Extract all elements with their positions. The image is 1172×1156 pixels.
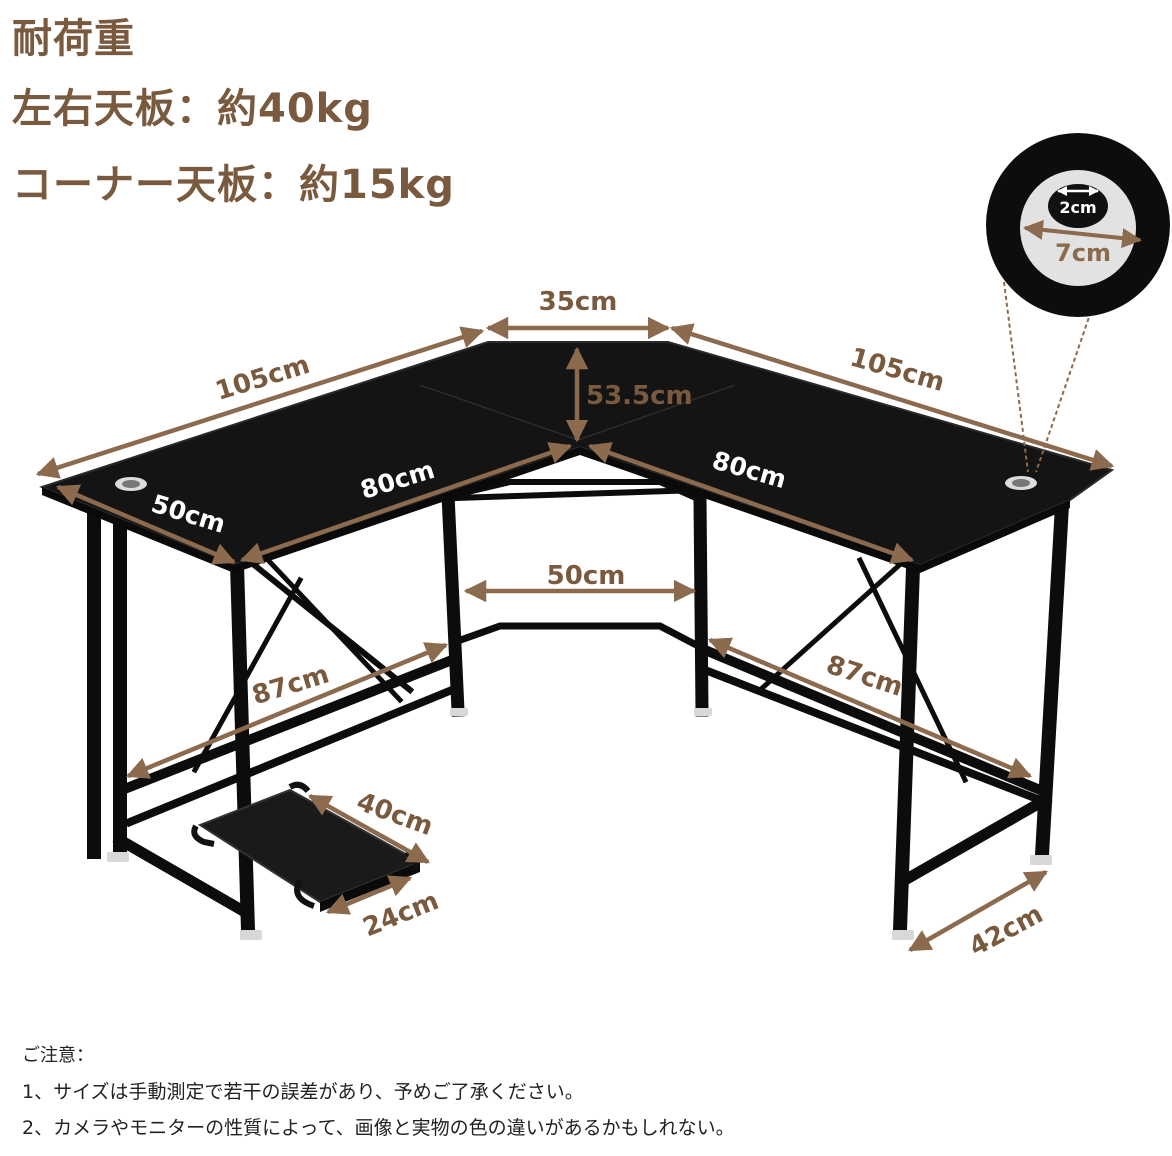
label-left-length: 105cm [212, 350, 313, 407]
label-right-leg-depth: 42cm [964, 899, 1048, 962]
dimension-arrows [35, 316, 1115, 952]
cpu-stand-clip [288, 781, 311, 793]
arrow-right-length [669, 323, 1115, 471]
label-left-height: 87cm [249, 660, 333, 712]
leg-left-rear [441, 488, 465, 717]
foot [892, 930, 914, 940]
note-line-2: 2、カメラやモニターの性質によって、画像と実物の色の違いがあるかもしれない。 [22, 1117, 735, 1139]
arrow-stand-length [308, 794, 430, 864]
cpu-stand-clip [294, 878, 316, 909]
zoom-guide-a [1003, 281, 1029, 473]
grommet-zoom: 2cm 7cm [986, 133, 1170, 473]
grommet-outer-arrow [1023, 219, 1142, 249]
arrow-left-length [35, 326, 485, 479]
notes-section: ご注意： 1、サイズは手動測定で若干の誤差があり、予めご了承ください。 2、カメ… [22, 1038, 735, 1146]
foot [450, 708, 468, 716]
rail-right-side [897, 792, 1053, 888]
label-back-width: 35cm [539, 287, 618, 317]
rail-back-bottom [450, 622, 707, 653]
arrow-left-depth [55, 484, 237, 565]
arrow-stand-width [325, 875, 413, 915]
arrow-right-inner [587, 442, 915, 564]
cpu-stand-clip [191, 824, 215, 847]
note-line-1: 1、サイズは手動測定で若干の誤差があり、予めご了承ください。 [22, 1081, 584, 1103]
arrow-left-height [125, 642, 449, 779]
corner-panel-capacity: コーナー天板：約15kg [12, 162, 455, 208]
foot [1030, 855, 1052, 865]
label-inner-span: 50cm [547, 561, 626, 591]
label-corner-depth: 53.5cm [586, 381, 693, 411]
leg-right-rear [693, 493, 709, 717]
grommet-left-hole [122, 480, 140, 488]
grommet-outer-label: 7cm [1055, 239, 1111, 267]
foot [107, 852, 129, 862]
rail-left-side [112, 832, 253, 920]
arrow-left-inner [239, 442, 573, 564]
grommet-right-hole [1012, 479, 1030, 487]
desk-feet [107, 708, 1052, 940]
side-panels-capacity: 左右天板：約40kg [12, 86, 373, 132]
notes-heading: ご注意： [22, 1045, 94, 1066]
grommet-inner-label: 2cm [1059, 198, 1096, 217]
rail-back-top [451, 486, 704, 502]
load-capacity-heading: 耐荷重 [12, 16, 135, 62]
arrow-right-leg-depth [908, 870, 1048, 952]
foot [694, 708, 712, 716]
foot [240, 930, 262, 940]
arrow-right-height [707, 637, 1033, 779]
